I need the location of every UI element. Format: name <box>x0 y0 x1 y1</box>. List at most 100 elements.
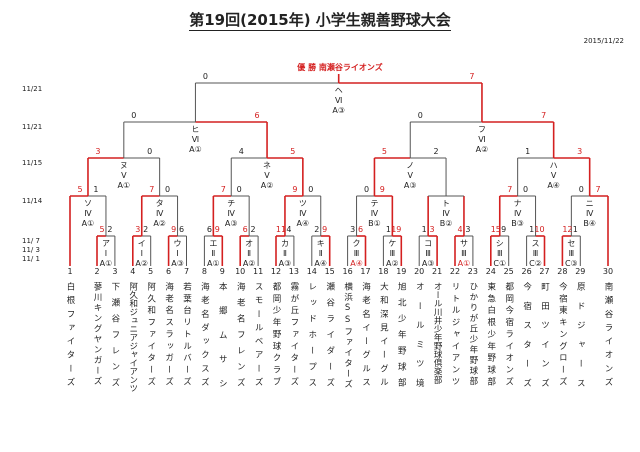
team-number: 16 <box>342 267 353 276</box>
team-number: 15 <box>324 267 335 276</box>
team-name: スモールベアーズ <box>253 282 264 392</box>
match-round: Ⅱ <box>282 249 287 258</box>
match-round: Ⅰ <box>140 249 143 258</box>
match-label: ナ <box>513 199 522 208</box>
team-name: 南瀬谷ライオンズ <box>603 282 613 392</box>
score-b: 3 <box>577 147 583 156</box>
team-name: 横浜SSファイターズ <box>342 282 353 390</box>
team-name: 旭北少年野球部 <box>396 282 407 394</box>
score-a: 6 <box>206 225 212 234</box>
match-venue: A④ <box>296 219 310 228</box>
match-round: Ⅳ <box>227 209 235 218</box>
score-a: 5 <box>99 225 105 234</box>
match-venue: A③ <box>332 106 346 115</box>
score-a: 6 <box>242 225 248 234</box>
match-venue: A② <box>260 181 274 190</box>
team-number: 13 <box>288 267 299 276</box>
score-b: 0 <box>236 185 242 194</box>
score-a: 5 <box>381 147 387 156</box>
team-name: レッドホープス <box>306 282 317 394</box>
score-b: 4 <box>286 225 292 234</box>
team-number: 27 <box>539 267 550 276</box>
score-b: 6 <box>357 225 364 234</box>
score-a: 4 <box>238 147 244 156</box>
round-date-round3: 11/15 <box>22 159 43 167</box>
match-round: Ⅳ <box>585 209 594 218</box>
score-b: 7 <box>469 72 475 81</box>
team-number: 24 <box>485 267 496 276</box>
score-b: 9 <box>501 225 507 234</box>
score-b: 3 <box>465 225 471 234</box>
team-name: 都岡少年野球クラブ <box>271 282 281 389</box>
match-label: ヘ <box>334 86 343 95</box>
match-label: エ <box>209 239 218 248</box>
team-name: 瀬谷ライダーズ <box>324 282 335 394</box>
score-b: 2 <box>107 225 113 234</box>
score-b: 0 <box>308 185 314 194</box>
score-a: 0 <box>578 185 584 194</box>
match-venue: B① <box>368 219 381 228</box>
team-name: 本郷ムサシ <box>217 282 228 404</box>
team-name: 海老名ダックスズ <box>199 282 210 392</box>
match-round: Ⅴ <box>121 171 127 180</box>
match-venue: C② <box>529 259 542 268</box>
match-round: Ⅲ <box>461 249 467 258</box>
team-number: 19 <box>396 267 407 276</box>
team-number: 23 <box>467 267 478 276</box>
team-name: 霧が丘ファイターズ <box>288 282 299 389</box>
score-a: 1 <box>525 147 531 156</box>
round-date-round2: 11/14 <box>22 197 43 205</box>
match-venue: A② <box>135 259 149 268</box>
match-label: ト <box>442 199 451 208</box>
match-label: ネ <box>263 161 272 170</box>
match-label: ツ <box>298 199 307 208</box>
score-b: 7 <box>541 111 547 120</box>
score-a: 7 <box>220 185 226 194</box>
score-a: 5 <box>77 185 83 194</box>
match-round: Ⅱ <box>211 249 216 258</box>
score-b: 19 <box>391 225 402 234</box>
match-venue: B③ <box>511 219 524 228</box>
team-name: 蓼川キングヤンガーズ <box>92 282 102 387</box>
team-number: 21 <box>432 267 443 276</box>
score-b: 10 <box>534 225 545 234</box>
team-number: 12 <box>270 267 282 276</box>
match-label: コ <box>424 239 433 248</box>
score-b: 0 <box>147 147 153 156</box>
match-venue: B④ <box>583 219 596 228</box>
team-name: 海老名スラッガーズ <box>163 282 174 389</box>
team-name: ひかりが丘少年野球部 <box>467 282 478 387</box>
team-name: 若葉台リトルバーズ <box>181 282 192 389</box>
match-round: Ⅱ <box>318 249 323 258</box>
team-number: 18 <box>378 267 389 276</box>
match-round: Ⅳ <box>155 209 164 218</box>
issued-date: 2015/11/22 <box>583 37 624 45</box>
match-venue: B② <box>439 219 453 228</box>
match-label: チ <box>227 199 236 208</box>
team-number: 1 <box>67 267 73 276</box>
team-number: 17 <box>360 267 371 276</box>
match-round: Ⅲ <box>496 249 503 258</box>
match-label: ウ <box>173 239 182 248</box>
score-a: 3 <box>350 225 356 234</box>
match-venue: A④ <box>350 259 363 268</box>
match-venue: A② <box>386 259 399 268</box>
match-round: Ⅳ <box>442 209 450 218</box>
score-a: 1 <box>421 225 427 234</box>
match-venue: A② <box>242 259 256 268</box>
score-b: 1 <box>572 225 578 234</box>
team-number: 8 <box>201 267 207 276</box>
match-venue: A① <box>189 145 202 154</box>
match-round: Ⅴ <box>407 171 413 180</box>
match-venue: A① <box>81 219 95 228</box>
match-round: Ⅳ <box>513 209 522 218</box>
match-round: Ⅰ <box>104 249 108 258</box>
match-round: Ⅲ <box>425 249 431 258</box>
match-label: タ <box>155 199 164 208</box>
match-round: Ⅵ <box>191 135 200 144</box>
score-b: 9 <box>379 185 385 194</box>
score-a: 7 <box>507 185 513 194</box>
match-venue: C③ <box>564 259 578 268</box>
team-name: オール川井少年野球倶楽部 <box>432 282 443 384</box>
team-name: リトルジャイアンツ <box>450 282 460 389</box>
